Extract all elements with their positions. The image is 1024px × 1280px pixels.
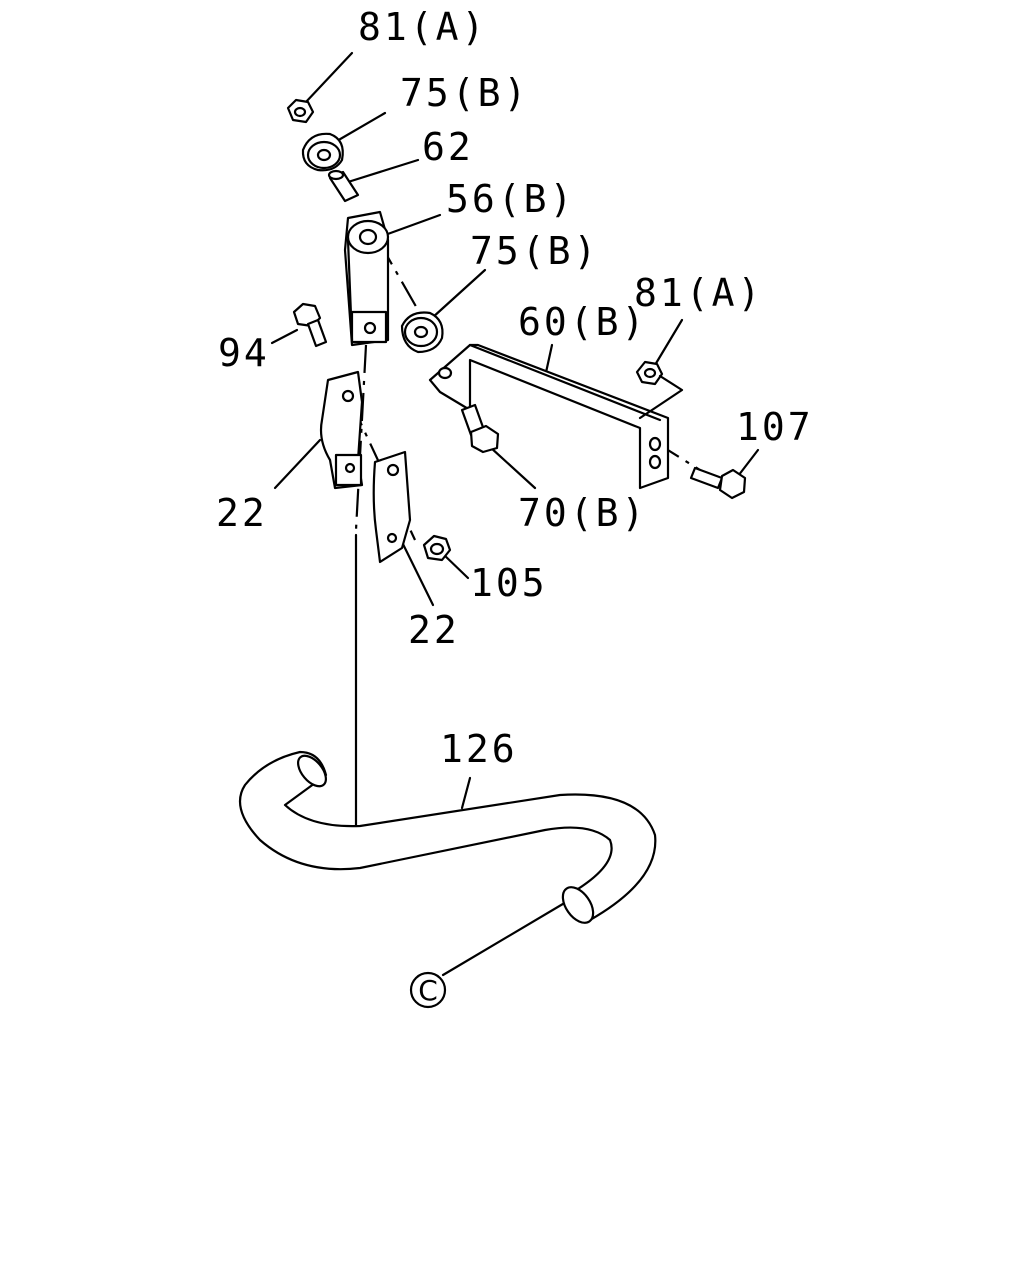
callout-labels: 81(A) 75(B) 62 56(B) 75(B) 60(B) 81(A) 1… xyxy=(216,5,814,771)
reference-c-label: C xyxy=(418,974,438,1007)
bolt-right-icon xyxy=(689,466,747,500)
label-nut-clamp: 105 xyxy=(470,561,548,605)
label-stabilizer-bar: 126 xyxy=(440,727,518,771)
label-clamp-left: 22 xyxy=(216,491,268,535)
clamp-left-icon xyxy=(319,370,364,490)
label-bushing-mid: 75(B) xyxy=(470,229,599,273)
stabilizer-bar-icon xyxy=(238,750,657,924)
clamp-right-icon xyxy=(372,450,412,564)
link-icon xyxy=(343,210,390,347)
label-bolt-left: 94 xyxy=(218,331,270,375)
leader-lines xyxy=(270,51,760,977)
bolt-left-icon xyxy=(292,302,328,348)
nut-right-icon xyxy=(635,360,684,420)
collar-icon xyxy=(327,169,360,203)
label-bolt-right: 107 xyxy=(736,405,814,449)
label-bolt-bracket: 70(B) xyxy=(518,491,647,535)
label-bushing-top: 75(B) xyxy=(400,71,529,115)
reference-c-marker: C xyxy=(409,971,447,1009)
bushing-mid-icon xyxy=(400,311,444,354)
bracket-icon xyxy=(428,343,670,490)
label-nut-top: 81(A) xyxy=(358,5,487,49)
label-collar: 62 xyxy=(422,125,474,169)
bolt-bracket-icon xyxy=(460,403,500,454)
label-bracket: 60(B) xyxy=(518,300,647,344)
label-nut-right: 81(A) xyxy=(634,271,763,315)
bushing-top-icon xyxy=(301,132,344,172)
label-link: 56(B) xyxy=(446,177,575,221)
nut-top-icon xyxy=(286,98,315,124)
label-clamp-right: 22 xyxy=(408,608,460,652)
nut-clamp-icon xyxy=(422,534,452,562)
